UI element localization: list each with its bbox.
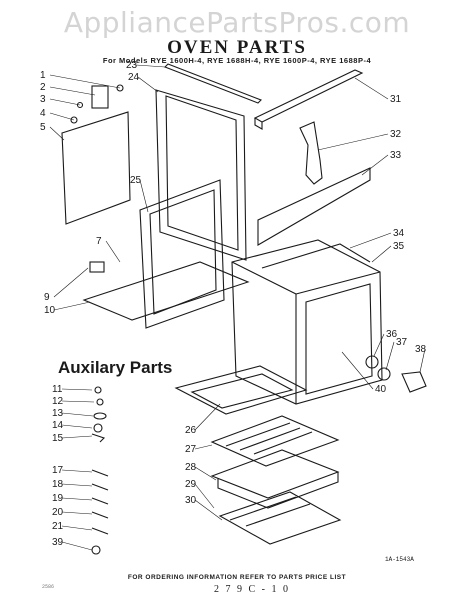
callout-leader-9 <box>53 267 89 298</box>
ordering-note: FOR ORDERING INFORMATION REFER TO PARTS … <box>127 574 347 581</box>
broil-element <box>174 365 308 415</box>
callout-leader-5 <box>49 126 65 141</box>
callout-20: 20 <box>52 507 64 518</box>
callout-leader-31 <box>354 77 389 100</box>
callout-leader-18 <box>61 483 93 487</box>
callout-leader-27 <box>194 444 213 450</box>
top-rail <box>164 63 262 104</box>
callout-29: 29 <box>185 479 197 490</box>
callout-11: 11 <box>52 384 63 395</box>
page-title: OVEN PARTS <box>167 37 307 58</box>
callout-28: 28 <box>185 462 197 473</box>
lower-rack <box>218 491 342 545</box>
callout-26: 26 <box>185 425 197 436</box>
watermark: AppliancePartsPros.com <box>63 6 411 39</box>
callout-leader-30 <box>194 499 223 521</box>
callout-23: 23 <box>126 60 138 71</box>
callout-4: 4 <box>40 108 46 119</box>
callout-31: 31 <box>390 94 402 105</box>
callout-leader-3 <box>49 98 81 106</box>
drawing-code: 1A-1543A <box>385 556 414 563</box>
callout-15: 15 <box>52 433 64 444</box>
callout-17: 17 <box>52 465 64 476</box>
callout-38: 38 <box>415 344 427 355</box>
callout-leader-33 <box>361 154 389 176</box>
callout-leader-15 <box>61 435 93 439</box>
callout-1: 1 <box>40 70 46 81</box>
callout-9: 9 <box>44 292 50 303</box>
callout-13: 13 <box>52 408 64 419</box>
callout-36: 36 <box>386 329 398 340</box>
side-rail-right <box>253 69 364 130</box>
broil-pan <box>210 449 340 509</box>
callout-leader-2 <box>49 86 96 96</box>
callout-33: 33 <box>390 150 402 161</box>
callout-5: 5 <box>40 122 46 133</box>
callout-18: 18 <box>52 479 64 490</box>
callout-leader-19 <box>61 497 93 501</box>
callout-leader-26 <box>194 403 221 431</box>
callout-3: 3 <box>40 94 46 105</box>
callout-32: 32 <box>390 129 402 140</box>
callout-leader-35 <box>371 245 392 263</box>
callout-37: 37 <box>396 337 408 348</box>
terminal-block <box>70 84 124 124</box>
callout-leader-1 <box>49 74 121 89</box>
callout-leader-36 <box>373 333 385 357</box>
callout-leader-24 <box>137 76 159 93</box>
callout-leader-28 <box>194 466 217 481</box>
callout-leader-21 <box>61 525 93 531</box>
duct-bracket <box>299 121 323 185</box>
callout-10: 10 <box>44 305 56 316</box>
oven-rack <box>210 415 340 467</box>
callout-leader-39 <box>61 541 93 551</box>
side-plate <box>61 111 131 225</box>
callout-leader-11 <box>61 388 93 391</box>
callout-leader-14 <box>61 424 93 429</box>
callout-34: 34 <box>393 228 405 239</box>
callout-leader-37 <box>385 341 395 371</box>
callout-39: 39 <box>52 537 64 548</box>
callout-leader-13 <box>61 412 94 417</box>
callout-2: 2 <box>40 82 46 93</box>
rear-frame <box>155 89 247 261</box>
callout-leader-10 <box>53 301 91 311</box>
model-list: For Models RYE 1600H-4, RYE 1688H-4, RYE… <box>102 56 372 65</box>
callout-35: 35 <box>393 241 405 252</box>
callout-leader-25 <box>139 179 149 213</box>
callout-leader-17 <box>61 469 93 473</box>
callout-14: 14 <box>52 420 64 431</box>
base-plate <box>82 261 250 321</box>
callout-leader-12 <box>61 400 95 403</box>
callout-19: 19 <box>52 493 64 504</box>
callout-leader-40 <box>341 351 374 390</box>
callout-leader-34 <box>349 232 392 249</box>
front-frame <box>139 179 225 329</box>
corner-note: 2586 <box>42 584 55 590</box>
callout-leader-23 <box>135 64 166 68</box>
side-panel <box>257 167 371 246</box>
callout-30: 30 <box>185 495 197 506</box>
callout-7: 7 <box>96 236 102 247</box>
callout-40: 40 <box>375 384 387 395</box>
callout-12: 12 <box>52 396 64 407</box>
clip <box>89 261 105 273</box>
burner-knobs <box>365 355 427 393</box>
callout-leader-20 <box>61 511 93 515</box>
handwritten-code: 2 7 9 C - 1 0 <box>214 584 290 595</box>
callout-leader-38 <box>419 348 426 373</box>
callout-leader-4 <box>49 112 75 121</box>
callout-leader-7 <box>105 240 121 263</box>
callout-27: 27 <box>185 444 197 455</box>
aux-parts-icons <box>91 386 109 555</box>
aux-parts-heading: Auxilary Parts <box>58 358 173 377</box>
callout-24: 24 <box>128 72 140 83</box>
callout-25: 25 <box>130 175 142 186</box>
callout-leader-29 <box>194 483 215 509</box>
callout-leader-32 <box>317 133 389 151</box>
callout-21: 21 <box>52 521 64 532</box>
